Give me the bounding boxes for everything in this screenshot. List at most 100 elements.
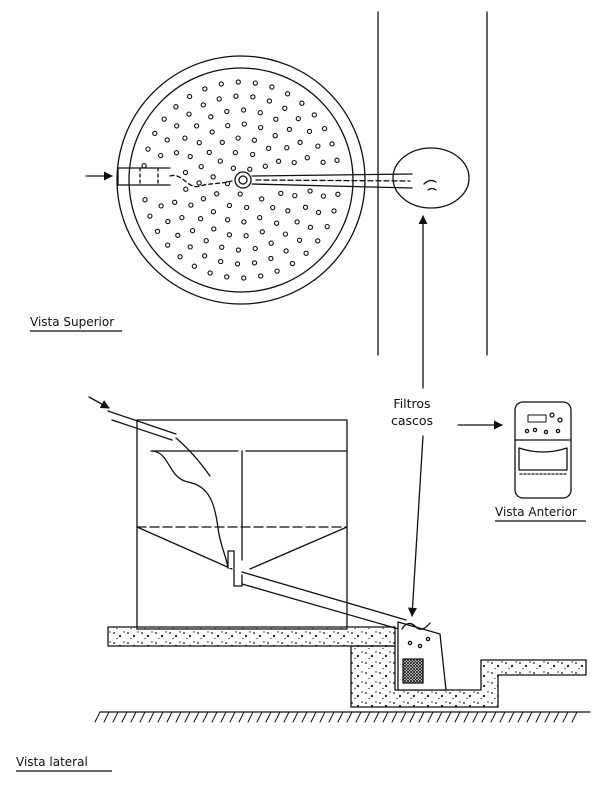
- perforation-dot: [224, 217, 231, 223]
- hatch-mark: [508, 711, 515, 723]
- perforation-dot: [262, 163, 268, 169]
- perforation-dot: [299, 100, 305, 106]
- hatch-mark: [490, 711, 497, 723]
- perforation-dot: [173, 150, 180, 156]
- perforation-dot: [259, 196, 265, 202]
- perforation-dot: [275, 158, 282, 164]
- perforation-dot: [311, 112, 317, 118]
- perforation-dot: [165, 218, 171, 225]
- perforation-dot: [210, 209, 217, 215]
- filter-housing-top: [392, 147, 470, 209]
- side-view-group: [88, 396, 591, 723]
- hatch-mark: [472, 711, 479, 723]
- perforation-dot: [243, 233, 249, 239]
- perforation-dot: [214, 191, 220, 197]
- hatch-mark: [499, 711, 506, 723]
- perforation-dot: [284, 145, 290, 151]
- hatch-mark: [211, 711, 218, 723]
- perforation-dot: [224, 274, 230, 280]
- perforation-dot: [243, 204, 250, 211]
- perforation-dot: [240, 107, 247, 113]
- perforation-dot: [259, 229, 265, 235]
- perforation-dot: [295, 115, 301, 122]
- perforation-dot: [269, 84, 275, 90]
- perforation-dot: [158, 203, 164, 209]
- perforation-dot: [331, 208, 337, 214]
- perforation-dot: [193, 123, 200, 129]
- hatch-mark: [283, 711, 290, 723]
- perforation-dot: [187, 244, 193, 250]
- hatch-mark: [562, 711, 569, 723]
- perforation-dot: [188, 202, 194, 208]
- perforation-dot: [198, 163, 204, 170]
- perforation-dot: [241, 121, 247, 127]
- hatch-mark: [427, 711, 434, 723]
- perforation-dot: [174, 123, 180, 129]
- hatch-mark: [193, 711, 200, 723]
- perforation-dot: [296, 237, 303, 243]
- perforation-dot: [307, 188, 313, 194]
- perforation-dot: [157, 152, 164, 159]
- perforation-dot: [224, 108, 230, 115]
- perforation-dot: [235, 247, 242, 253]
- perforation-dot: [196, 139, 202, 146]
- perforation-dot: [237, 191, 243, 197]
- top-view-group: [85, 11, 488, 389]
- perforation-dot: [197, 216, 204, 222]
- perforation-dot: [304, 155, 310, 161]
- perforation-dot: [257, 110, 263, 116]
- hatch-mark: [112, 711, 119, 723]
- perforation-dot: [292, 192, 298, 199]
- perforation-dot: [303, 250, 309, 256]
- perforation-dot: [241, 219, 247, 225]
- perforation-dot: [274, 268, 280, 274]
- tank-inner-ring: [128, 67, 354, 293]
- inflow-stream: [151, 450, 229, 569]
- hatch-mark: [238, 711, 245, 723]
- perforation-dot: [278, 190, 284, 197]
- perforation-dot: [182, 135, 188, 141]
- perforation-dot: [173, 104, 179, 110]
- foundation-slab: [107, 626, 396, 647]
- hatch-mark: [229, 711, 236, 723]
- perforation-dot: [164, 137, 170, 143]
- perforation-dot: [257, 214, 263, 221]
- perforation-dot: [208, 114, 214, 120]
- foundation-step: [350, 645, 587, 708]
- label-filters-line2: cascos: [391, 413, 433, 428]
- hatch-mark: [292, 711, 299, 723]
- hatch-mark: [553, 711, 560, 723]
- perforation-dot: [285, 208, 291, 214]
- perforation-dot: [152, 130, 158, 137]
- perforation-dot: [272, 133, 278, 139]
- perforation-dot: [307, 224, 314, 230]
- perforation-dot: [219, 139, 225, 146]
- perforation-dot: [329, 141, 335, 147]
- perforation-dot: [234, 261, 241, 267]
- perforation-dot: [207, 270, 213, 276]
- perforation-dot: [226, 202, 233, 209]
- perforation-dot: [334, 157, 340, 163]
- perforation-dot: [270, 204, 276, 211]
- perforation-dot: [187, 153, 193, 160]
- perforation-dot: [219, 244, 225, 250]
- hatch-mark: [157, 711, 164, 723]
- perforation-dot: [225, 122, 231, 129]
- perforation-dot: [191, 263, 198, 269]
- perforation-dot: [315, 209, 322, 216]
- perforation-dot: [235, 135, 241, 141]
- perforation-dot: [258, 273, 264, 279]
- perforation-dot: [286, 126, 293, 133]
- perforation-dot: [315, 238, 321, 244]
- perforation-dot: [257, 124, 264, 131]
- label-side-view: Vista lateral: [16, 755, 88, 769]
- hatch-mark: [346, 711, 353, 723]
- perforation-dot: [202, 86, 208, 92]
- perforation-dot: [283, 248, 289, 254]
- hatch-mark: [202, 711, 209, 723]
- perforation-dot: [183, 186, 189, 192]
- perforation-dot: [154, 228, 161, 235]
- label-top-view: Vista Superior: [30, 315, 114, 329]
- hatch-mark: [535, 711, 542, 723]
